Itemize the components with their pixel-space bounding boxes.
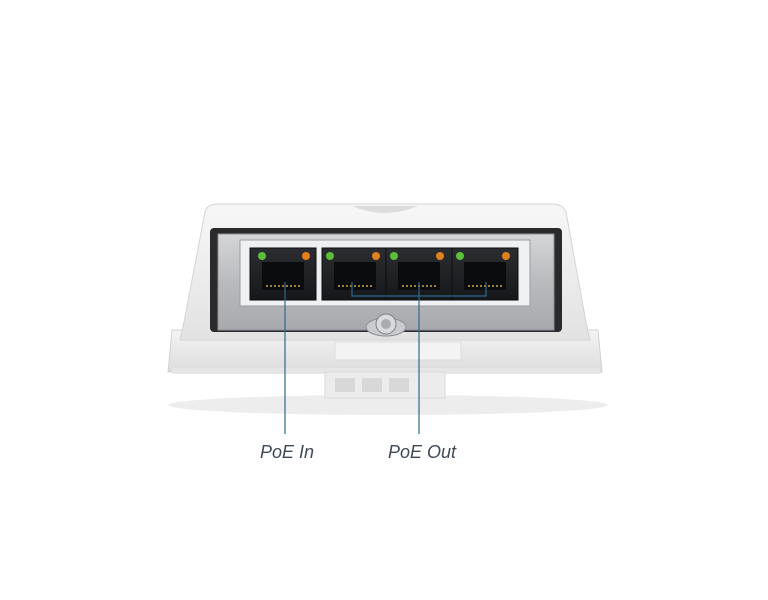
- led-green-icon: [326, 252, 334, 260]
- ethernet-port: [321, 247, 389, 301]
- ethernet-port: [249, 247, 317, 301]
- led-orange-icon: [372, 252, 380, 260]
- led-green-icon: [456, 252, 464, 260]
- ground-screw-icon: [365, 313, 407, 337]
- callout-poe-in-label: PoE In: [260, 442, 315, 462]
- callout-poe-out-label: PoE Out: [388, 442, 457, 462]
- led-orange-icon: [502, 252, 510, 260]
- led-green-icon: [258, 252, 266, 260]
- led-orange-icon: [436, 252, 444, 260]
- housing-base-lip: [172, 368, 600, 374]
- device-shadow: [168, 395, 608, 415]
- led-green-icon: [390, 252, 398, 260]
- cable-clip-slot: [335, 378, 355, 392]
- cable-clip-slot: [389, 378, 409, 392]
- ethernet-port: [451, 247, 519, 301]
- led-orange-icon: [302, 252, 310, 260]
- housing-notch: [352, 206, 418, 213]
- cable-clip-slot: [362, 378, 382, 392]
- device-label-sticker: [334, 341, 462, 361]
- callout-poe-out-line: [351, 282, 487, 434]
